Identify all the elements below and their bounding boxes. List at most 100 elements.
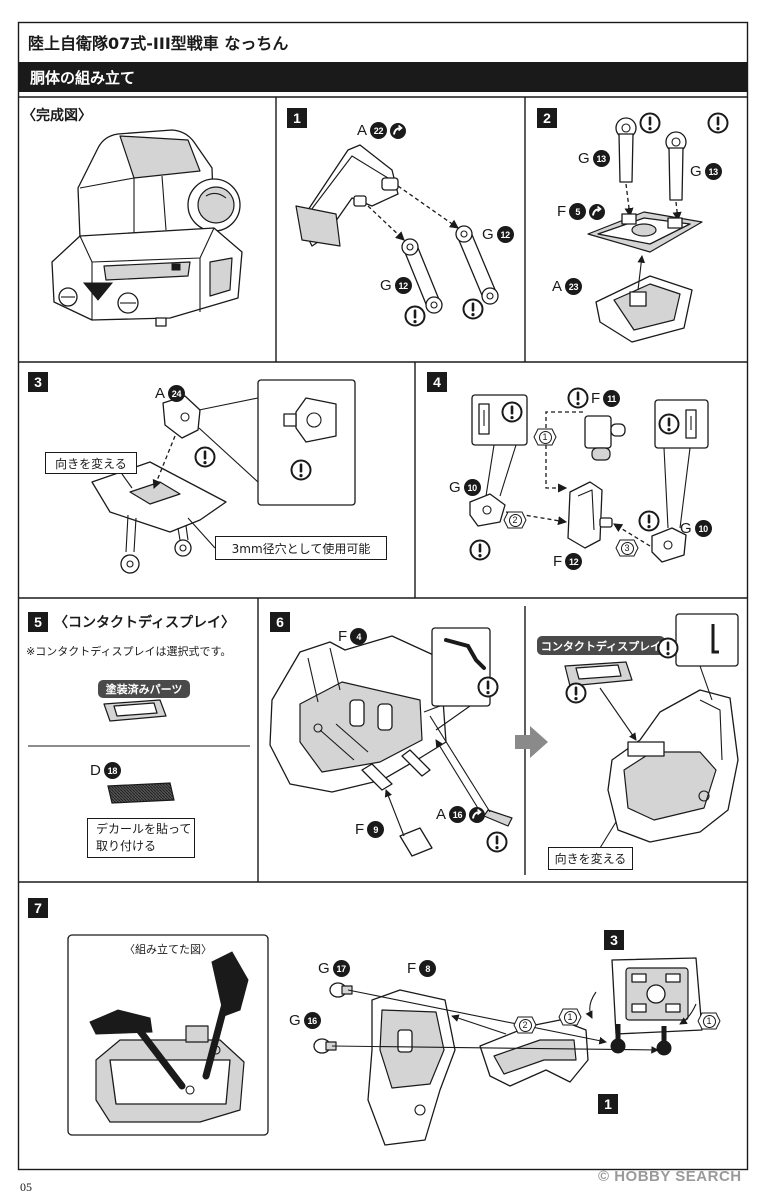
cut-gate-icon [390,123,406,139]
exclamation-icon [638,510,660,532]
part-letter: G [680,520,692,537]
display-install-illustration [564,613,739,849]
order-marker-1-right: 1 [697,1012,721,1030]
order-marker-1: 1 [533,428,557,446]
part-letter: G [578,150,590,167]
part-number-badge: 4 [350,628,368,645]
part-letter: A [155,385,166,402]
part-letter: G [380,277,392,294]
exclamation-icon [565,682,587,704]
exclamation-icon [501,401,523,423]
part-letter: G [449,479,461,496]
part-label-g13-left: G 13 [578,150,610,167]
part-number-badge: 13 [592,150,610,167]
decal-note: デカールを貼って 取り付ける [87,818,195,858]
step-number-2: 2 [537,108,557,128]
note-turn-around: 向きを変える [548,847,633,870]
part-letter: G [318,960,330,977]
part-letter: F [553,553,563,570]
part-number-badge: 9 [367,821,385,838]
part-label-f4: F 4 [338,628,368,645]
part-number-badge: 24 [168,385,186,402]
step5-illustration [103,699,175,804]
contact-display-tag: コンタクトディスプレイ [537,636,665,655]
page-frame [17,21,749,1171]
part-label-f11: F 11 [591,390,621,407]
exclamation-icon [404,305,426,327]
order-marker-2: 2 [513,1016,537,1034]
part-number-badge: 17 [332,960,350,977]
page-title: 陸上自衛隊07式-III型戦車 なっちん [28,34,289,53]
part-label-a22: A 22 [357,122,406,139]
completed-label: 〈完成図〉 [22,108,92,124]
part-label-a24: A 24 [155,385,186,402]
part-number-badge: 10 [694,520,712,537]
part-letter: F [338,628,348,645]
exclamation-icon [657,637,679,659]
step-number-6: 6 [270,612,290,632]
step2-illustration [587,117,703,343]
part-letter: F [591,390,601,407]
watermark: © HOBBY SEARCH [598,1168,742,1185]
painted-parts-tag: 塗装済みパーツ [98,680,190,698]
exclamation-icon [486,831,508,853]
exclamation-icon [290,459,312,481]
order-marker-3: 3 [615,539,639,557]
step-number-5: 5 [28,612,48,632]
exclamation-icon [639,112,661,134]
part-label-a16: A 16 [436,806,485,823]
part-letter: G [482,226,494,243]
section-title: 胴体の組み立て [30,69,136,87]
exclamation-icon [462,298,484,320]
exclamation-icon [194,446,216,468]
part-letter: G [289,1012,301,1029]
part-number-badge: 10 [463,479,481,496]
part-letter: G [690,163,702,180]
part-number-badge: 12 [565,553,583,570]
contact-display-title: 〈コンタクトディスプレイ〉 [54,615,236,631]
page-number: 05 [20,1180,32,1194]
step4-illustration [469,394,709,563]
order-marker-1-left: 1 [558,1008,582,1026]
part-label-g12-left: G 12 [380,277,412,294]
part-label-g16: G 16 [289,1012,321,1029]
part-number-badge: 8 [419,960,437,977]
part-label-g10-right: G 10 [680,520,712,537]
ref-step-1: 1 [598,1094,618,1114]
step-number-4: 4 [427,372,447,392]
part-letter: A [436,806,447,823]
part-letter: F [355,821,365,838]
exclamation-icon [477,676,499,698]
part-label-f12: F 12 [553,553,583,570]
part-label-g12-right: G 12 [482,226,514,243]
part-number-badge: 18 [103,762,121,779]
part-number-badge: 22 [370,122,388,139]
part-letter: A [357,122,368,139]
part-letter: F [557,203,567,220]
part-number-badge: 23 [565,278,583,295]
part-number-badge: 13 [704,163,722,180]
part-label-g13-right: G 13 [690,163,722,180]
part-number-badge: 12 [394,277,412,294]
order-marker-2: 2 [503,511,527,529]
part-letter: F [407,960,417,977]
part-label-g17: G 17 [318,960,350,977]
optional-note: ※コンタクトディスプレイは選択式です。 [26,645,232,658]
step-number-3: 3 [28,372,48,392]
part-number-badge: 5 [569,203,587,220]
part-number-badge: 16 [449,806,467,823]
ref-step-3: 3 [604,930,624,950]
part-number-badge: 16 [303,1012,321,1029]
note-3mm-hole: 3mm径穴として使用可能 [215,536,387,560]
step-number-1: 1 [287,108,307,128]
exclamation-icon [469,539,491,561]
part-letter: D [90,762,101,779]
exclamation-icon [707,112,729,134]
part-label-f9: F 9 [355,821,385,838]
cut-gate-icon [469,807,485,823]
step3-illustration [91,379,356,574]
part-number-badge: 12 [496,226,514,243]
part-label-f8: F 8 [407,960,437,977]
part-label-d18: D 18 [90,762,121,779]
